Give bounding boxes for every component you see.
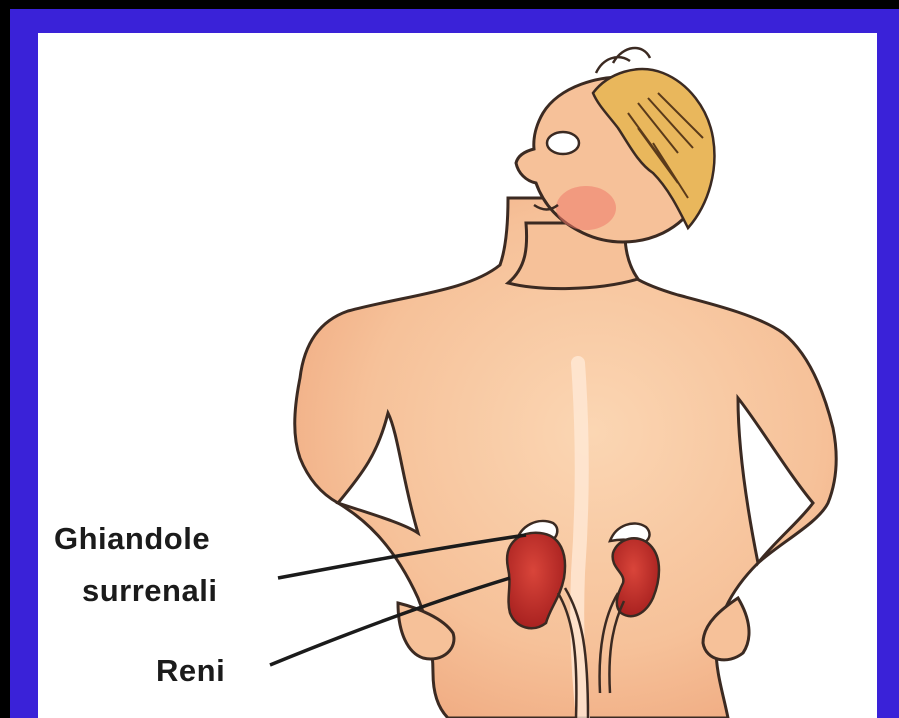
label-kidneys: Reni — [156, 655, 225, 686]
label-adrenal-line1: Ghiandole — [54, 523, 210, 554]
spine-highlight — [577, 363, 583, 718]
label-adrenal-line2: surrenali — [82, 575, 217, 606]
illustration-panel: Ghiandole surrenali Reni — [38, 33, 877, 718]
eye — [547, 132, 579, 154]
anatomy-illustration — [38, 33, 877, 718]
cheek-blush — [556, 186, 616, 230]
